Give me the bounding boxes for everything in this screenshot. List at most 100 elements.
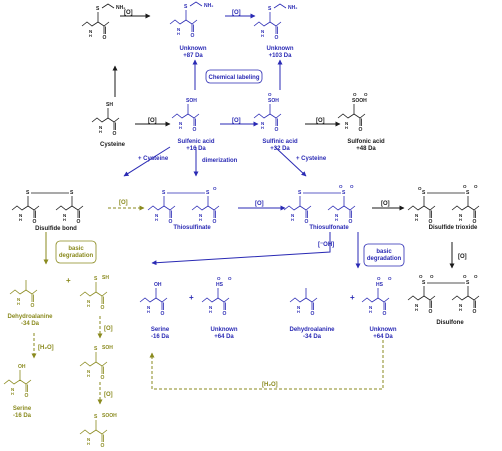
svg-text:H: H: [99, 129, 102, 134]
cysteine-label: Cysteine: [100, 142, 126, 148]
svg-text:N: N: [415, 303, 418, 308]
svg-text:OH: OH: [154, 282, 162, 288]
svg-text:O: O: [429, 309, 433, 315]
svg-text:N: N: [87, 299, 90, 304]
svg-text:O: O: [275, 127, 279, 133]
plus-sign-2: +: [350, 293, 355, 302]
svg-text:S: S: [206, 190, 210, 196]
svg-text:N: N: [261, 121, 264, 126]
svg-text:O: O: [474, 274, 478, 279]
svg-text:O: O: [101, 443, 105, 449]
sulfinic-acid-label: Sulfinic acid+32 Da: [262, 139, 298, 152]
svg-text:O: O: [25, 393, 29, 399]
svg-text:N: N: [345, 121, 348, 126]
svg-text:HS: HS: [216, 282, 224, 288]
chemical-labeling-box: Chemical labeling: [205, 69, 263, 84]
svg-text:NH₂: NH₂: [204, 3, 213, 9]
svg-text:S: S: [422, 280, 426, 286]
svg-text:H: H: [87, 373, 90, 378]
svg-text:O: O: [339, 184, 343, 189]
dehydroalanine-molecule-blue: ONH: [289, 288, 318, 317]
svg-text:H: H: [291, 217, 294, 222]
water-label-1: [H₂O]: [38, 345, 54, 351]
sulfenic-acid-label: Sulfenic acid+16 Da: [177, 139, 214, 152]
disulfone-label: Disulfone: [436, 320, 464, 326]
svg-text:SOH: SOH: [102, 345, 113, 351]
svg-text:NH₂: NH₂: [116, 5, 125, 11]
svg-text:O: O: [474, 184, 478, 189]
ox-label-6: [O]: [119, 200, 128, 206]
svg-text:N: N: [19, 213, 22, 218]
svg-text:H: H: [87, 441, 90, 446]
svg-text:N: N: [63, 213, 66, 218]
svg-text:HS: HS: [376, 282, 384, 288]
svg-text:O: O: [223, 311, 227, 317]
unknown-64-label-2: Unknown+64 Da: [370, 327, 397, 340]
ox-label-8: [O]: [381, 201, 390, 207]
svg-text:N: N: [335, 213, 338, 218]
svg-text:N: N: [291, 213, 294, 218]
svg-text:O: O: [463, 184, 467, 189]
svg-text:SOH: SOH: [186, 98, 197, 104]
svg-text:O: O: [473, 309, 477, 315]
arrow-sulfenic-to-disulfide: [123, 146, 171, 177]
svg-text:S: S: [466, 190, 470, 196]
svg-text:H: H: [297, 309, 300, 314]
svg-text:H: H: [89, 33, 92, 38]
svg-text:O: O: [383, 311, 387, 317]
svg-text:H: H: [335, 217, 338, 222]
svg-text:O: O: [113, 131, 117, 137]
svg-text:O: O: [101, 375, 105, 381]
svg-text:H: H: [459, 217, 462, 222]
arrow-sulfinic-to-thiosulfonate: [274, 146, 307, 177]
svg-text:O: O: [349, 219, 353, 225]
svg-text:SOOH: SOOH: [102, 413, 117, 419]
serine-label-olive: Serine-16 Da: [13, 406, 32, 419]
thiosulfonate-label: Thiosulfonate: [309, 225, 349, 231]
svg-text:S: S: [298, 190, 302, 196]
svg-text:S: S: [70, 190, 74, 196]
svg-text:SH: SH: [102, 275, 109, 281]
svg-text:O: O: [77, 219, 81, 225]
svg-text:N: N: [147, 305, 150, 310]
svg-text:H: H: [199, 217, 202, 222]
svg-text:OH: OH: [18, 364, 26, 370]
svg-text:N: N: [199, 213, 202, 218]
svg-text:N: N: [261, 29, 264, 34]
serine-label-blue: Serine-16 Da: [151, 327, 170, 340]
svg-text:O: O: [193, 127, 197, 133]
svg-text:O: O: [217, 276, 221, 281]
svg-text:O: O: [228, 276, 232, 281]
svg-text:S: S: [96, 6, 100, 12]
svg-text:SOH: SOH: [268, 98, 279, 104]
svg-text:O: O: [33, 219, 37, 225]
svg-text:NH₂: NH₂: [288, 5, 297, 11]
dehydroalanine-molecule-olive: ONH: [9, 280, 38, 309]
ox-label-3: [O]: [148, 118, 157, 124]
plus-cysteine-label-1: + Cysteine: [138, 156, 169, 162]
svg-text:O: O: [377, 276, 381, 281]
chemical-labeling-label: Chemical labeling: [208, 75, 259, 81]
svg-text:O: O: [103, 35, 107, 41]
svg-text:N: N: [459, 303, 462, 308]
disulfide-bond-label: Disulfide bond: [35, 226, 77, 232]
svg-text:O: O: [275, 35, 279, 41]
svg-text:N: N: [209, 305, 212, 310]
svg-text:S: S: [94, 346, 98, 352]
ox-label-7: [O]: [255, 201, 264, 207]
svg-text:O: O: [213, 186, 217, 191]
svg-text:O: O: [350, 184, 354, 189]
svg-text:SH: SH: [106, 102, 113, 108]
unknown-103-label: Unknown+103 Da: [267, 46, 294, 59]
svg-text:S: S: [184, 4, 188, 10]
ox-label-10: [O]: [104, 326, 113, 332]
